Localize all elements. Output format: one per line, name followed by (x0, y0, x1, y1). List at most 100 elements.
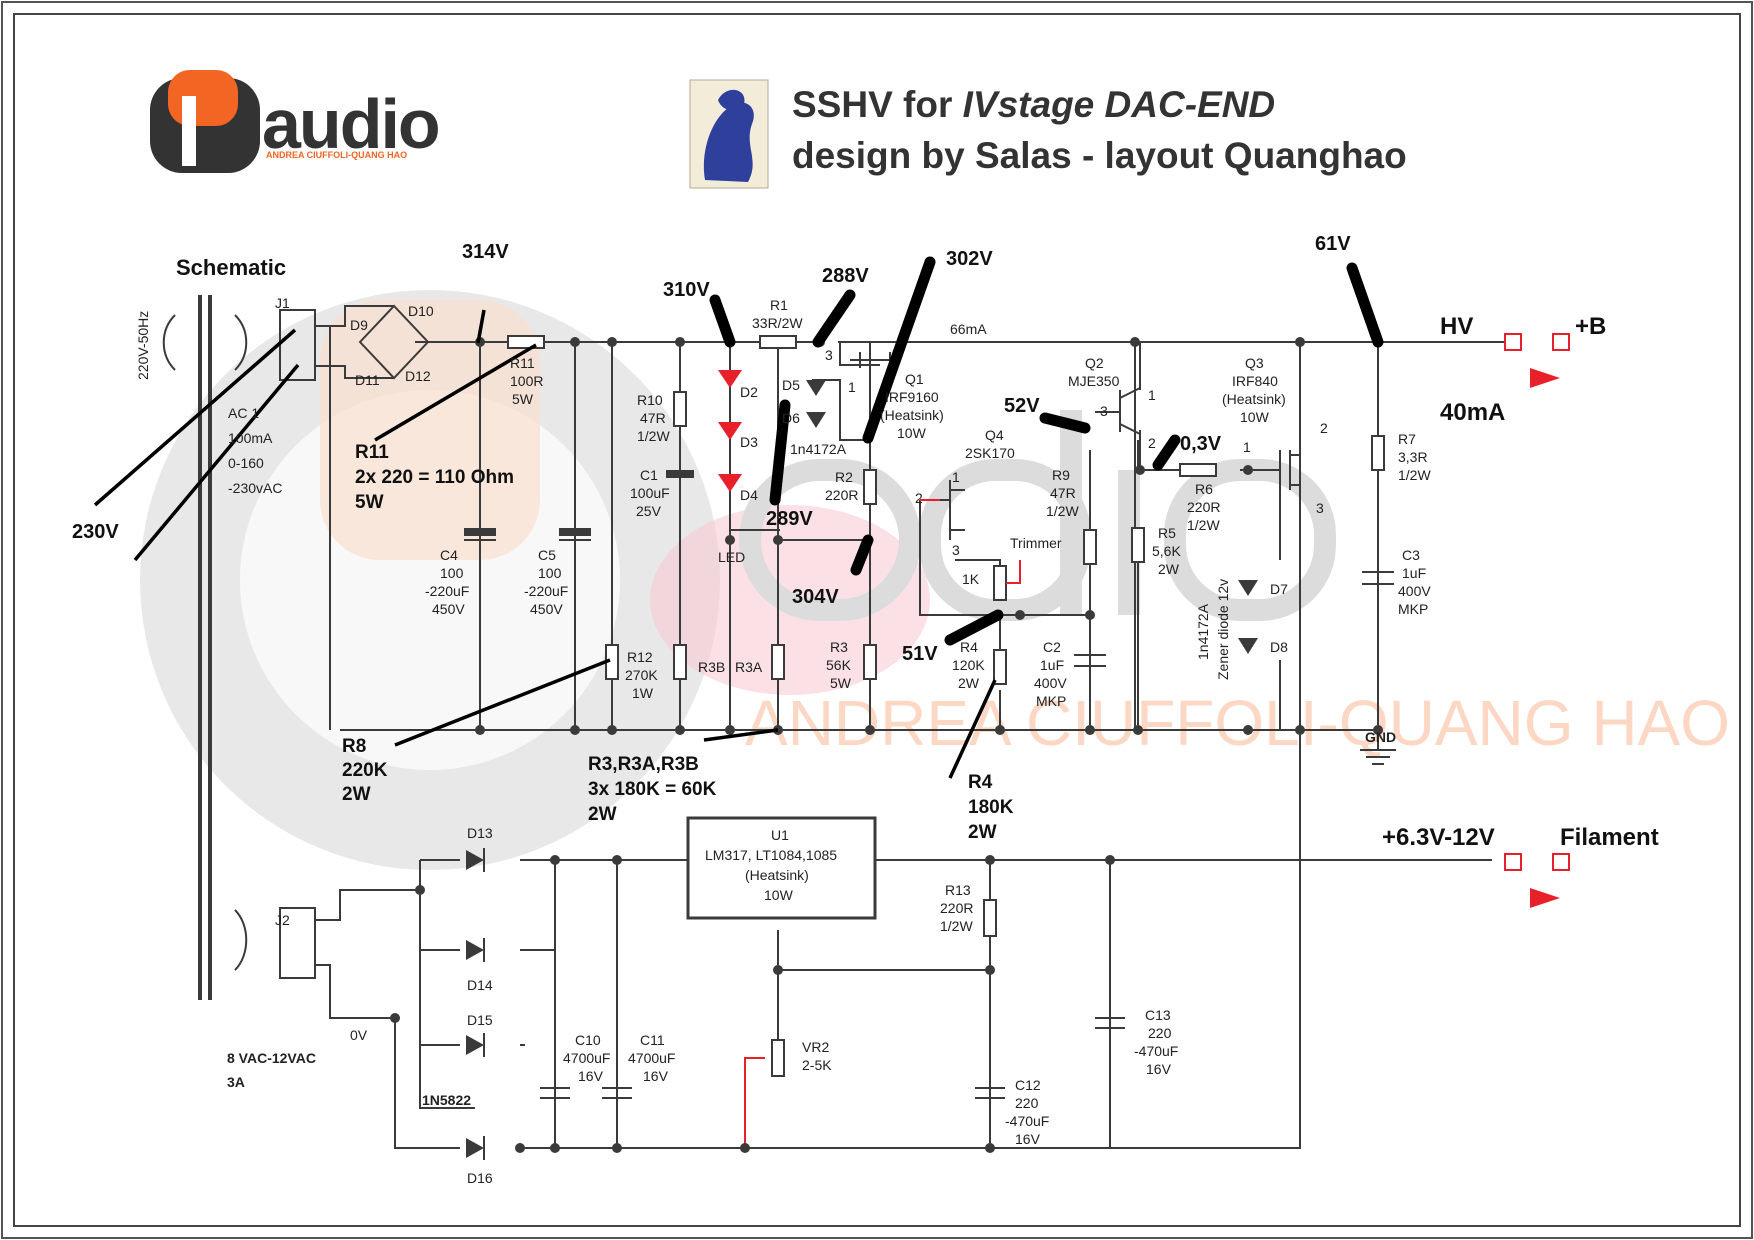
secondary-line-1: 8 VAC-12VAC (227, 1050, 316, 1066)
note-r4-2: 180K (968, 797, 1014, 818)
c3-type: MKP (1398, 601, 1428, 617)
r3-power: 5W (830, 675, 852, 691)
c1-value: 100uF (630, 485, 670, 501)
transformer-windings (162, 314, 248, 971)
secondary-line-2: 3A (227, 1074, 245, 1090)
filament-terminal-2 (1552, 853, 1570, 871)
r6-power: 1/2W (1187, 517, 1220, 533)
r5-value: 5,6K (1152, 543, 1181, 559)
d5-d6-diodes (806, 380, 826, 428)
r3-name: R3 (830, 639, 848, 655)
r7-power: 1/2W (1398, 467, 1431, 483)
filament-wiring (162, 295, 1570, 1160)
c11-value: 4700uF (628, 1050, 675, 1066)
r1-name: R1 (770, 297, 788, 313)
d16-label: D16 (467, 1170, 493, 1186)
plus-b-terminal-1 (1504, 333, 1522, 351)
c13-value-1: 220 (1148, 1025, 1172, 1041)
r3b-resistor (673, 644, 687, 680)
c5-value-2: -220uF (524, 583, 568, 599)
r12-name: R12 (627, 649, 653, 665)
thumbnail-figure-head (718, 89, 745, 111)
d2-label: D2 (740, 384, 758, 400)
vr2-pot (771, 1039, 785, 1077)
q1-wiring (812, 342, 880, 560)
logo-mark-orange (168, 70, 238, 126)
q4-pin-3: 3 (952, 542, 960, 558)
filament-terminal-1 (1504, 853, 1522, 871)
thumbnail-figure (703, 102, 754, 182)
r2-value: 220R (825, 487, 858, 503)
r4-power: 2W (958, 675, 980, 691)
vr2-name: VR2 (802, 1039, 829, 1055)
trimmer-label: Trimmer (1010, 535, 1062, 551)
voltage-314v: 314V (462, 241, 509, 263)
r5-power: 2W (1158, 561, 1180, 577)
note-r3-2: 3x 180K = 60K (588, 779, 717, 800)
c3-name: C3 (1402, 547, 1420, 563)
r5-resistor (1131, 527, 1145, 563)
c1-capacitor (666, 470, 694, 478)
c10-name: C10 (575, 1032, 601, 1048)
u1-part: LM317, LT1084,1085 (705, 847, 837, 863)
q1-part: IRF9160 (885, 389, 939, 405)
r11-power: 5W (512, 391, 534, 407)
q3-name: Q3 (1245, 355, 1264, 371)
filament-arrow (1530, 888, 1560, 908)
r11-value: 100R (510, 373, 543, 389)
j2-wiring (315, 860, 475, 1109)
inner-border (13, 13, 1741, 1227)
r3-resistor (863, 644, 877, 680)
r3b-label: R3B (698, 659, 725, 675)
d4-label: D4 (740, 487, 758, 503)
trimmer-wiper (1006, 560, 1021, 584)
d15-label: D15 (467, 1012, 493, 1028)
r11-name: R11 (510, 355, 535, 371)
voltage-304v: 304V (792, 586, 839, 608)
r2-resistor (863, 469, 877, 505)
gnd-symbol (1360, 730, 1396, 765)
c4-value-2: -220uF (425, 583, 469, 599)
c11-voltage: 16V (643, 1068, 669, 1084)
c5-plate (559, 528, 591, 536)
note-r11-1: R11 (355, 442, 389, 463)
c4-plate (464, 528, 496, 536)
voltage-61v: 61V (1315, 233, 1351, 255)
plus-b-terminal-2 (1552, 333, 1570, 351)
note-r3-1: R3,R3A,R3B (588, 754, 699, 775)
d6-label: D6 (782, 410, 800, 426)
q2-pin-3: 3 (1100, 403, 1108, 419)
c4-name: C4 (440, 547, 458, 563)
current-40-label: 40mA (1440, 399, 1505, 426)
q4-wiring (919, 440, 1139, 730)
c10-value: 4700uF (563, 1050, 610, 1066)
r13-resistor (983, 899, 997, 937)
d12-label: D12 (405, 368, 431, 384)
voltage-230v: 230V (72, 521, 119, 543)
d13-label: D13 (467, 825, 493, 841)
filament-caps (540, 1017, 1125, 1099)
d7-d8-zeners (1238, 580, 1258, 654)
c1-voltage: 25V (636, 503, 662, 519)
q2-name: Q2 (1085, 355, 1104, 371)
r7-resistor (1371, 435, 1385, 471)
u1-power: 10W (764, 887, 794, 903)
r11-resistor (507, 335, 545, 349)
note-r8-1: R8 (342, 736, 366, 757)
ac1-label: AC 1 (228, 405, 259, 421)
plus-b-arrow (1530, 368, 1560, 388)
watermark-text: ANDREA CIUFFOLI-QUANG HAO (745, 687, 1730, 759)
voltage-310v: 310V (663, 279, 710, 301)
c12-value-1: 220 (1015, 1095, 1039, 1111)
title-line-2: design by Salas - layout Quanghao (792, 135, 1407, 176)
r9-name: R9 (1052, 467, 1070, 483)
note-r11-3: 5W (355, 492, 384, 513)
trimmer (993, 565, 1007, 601)
hv-components (464, 335, 1394, 735)
r5-name: R5 (1158, 525, 1176, 541)
ac1-voltage: -230vAC (228, 480, 282, 496)
j1-label: J1 (275, 295, 290, 311)
q4-name: Q4 (985, 427, 1004, 443)
